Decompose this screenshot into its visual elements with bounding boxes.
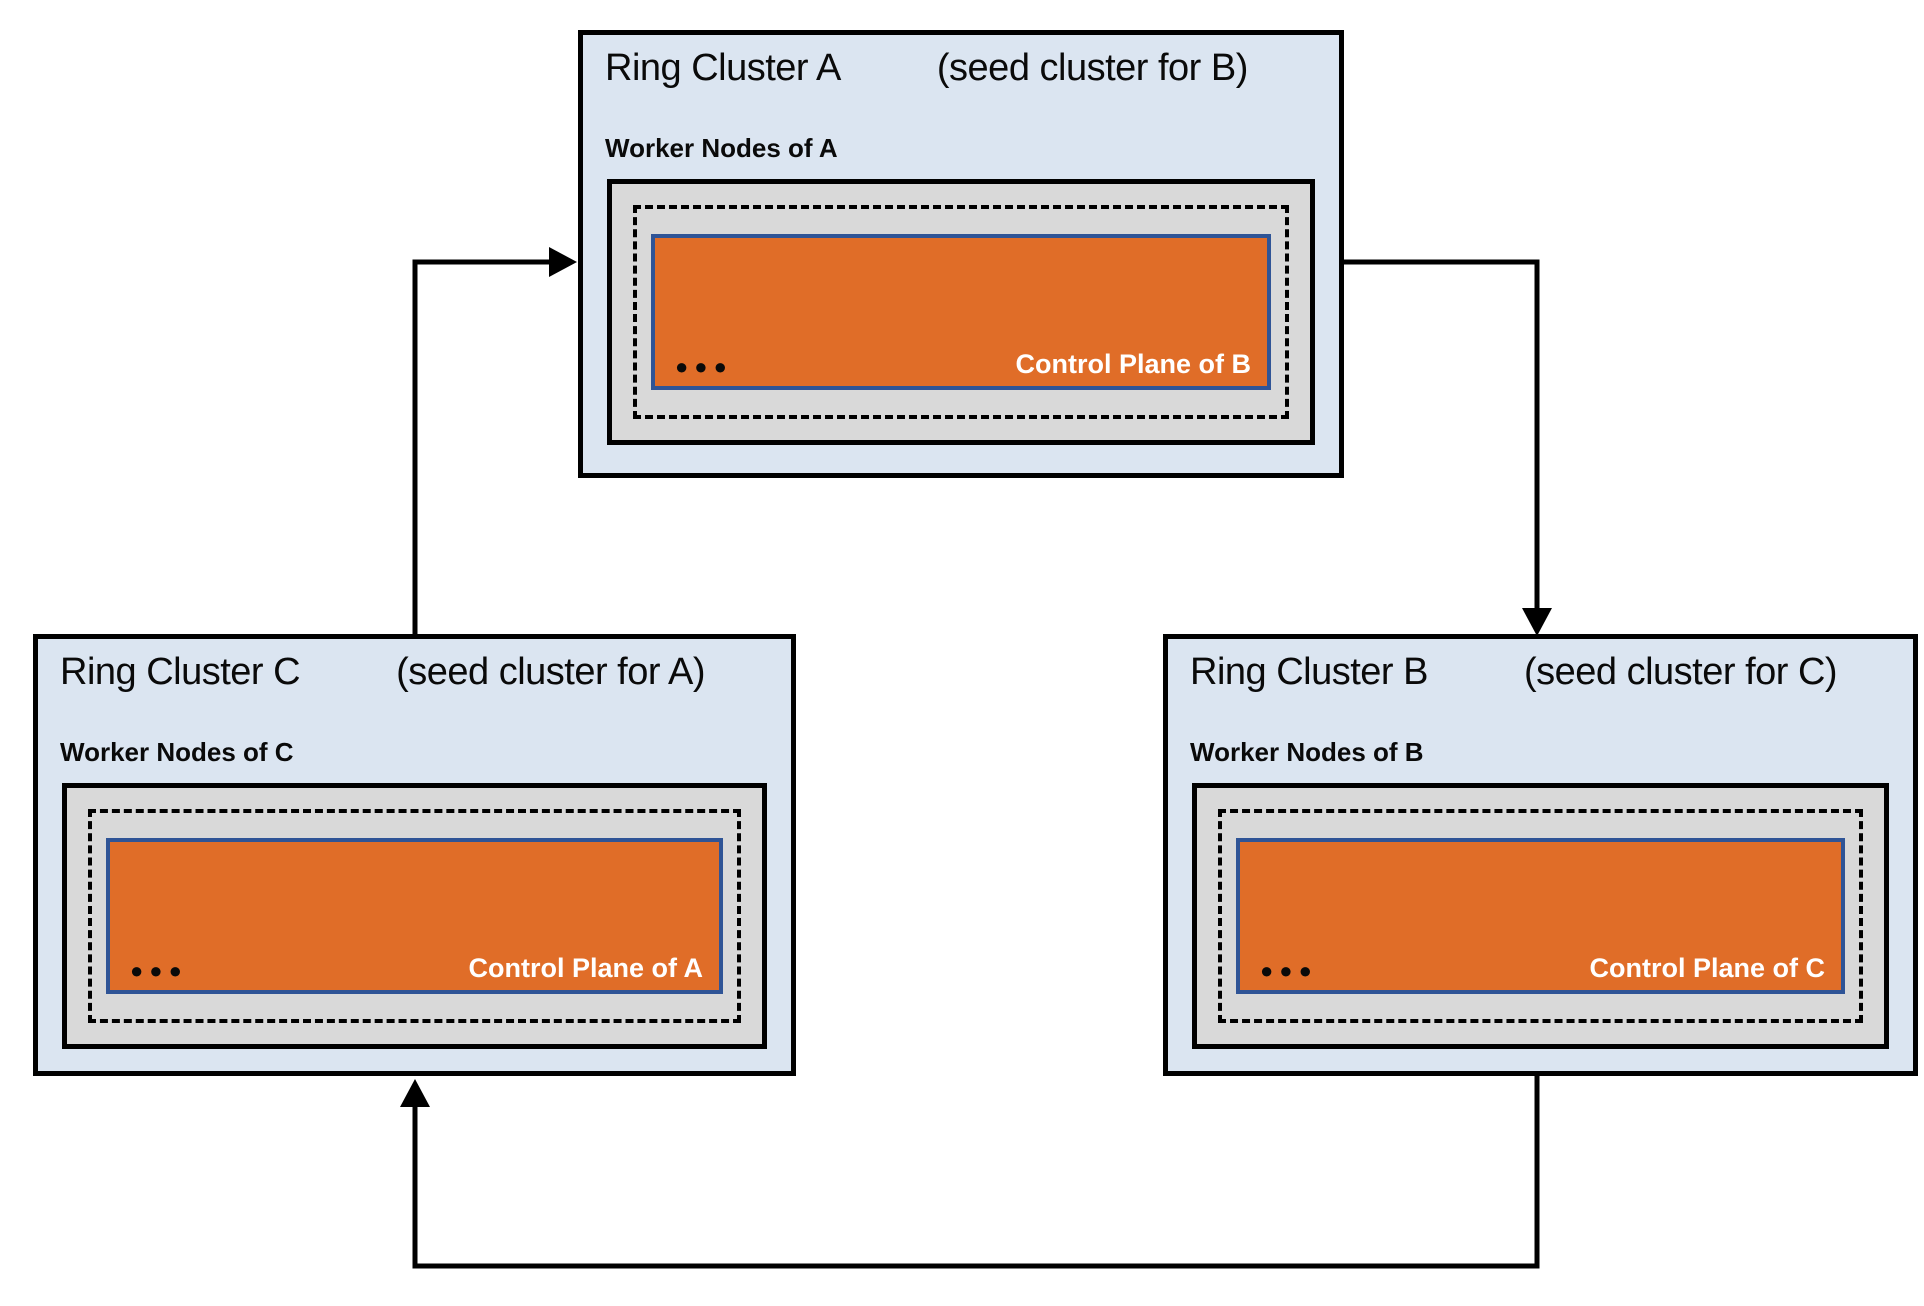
- cluster-a-control-plane-box: ●●● Control Plane of B: [651, 234, 1271, 390]
- ellipsis-icon: ●●●: [130, 957, 188, 983]
- ellipsis-icon: ●●●: [1260, 957, 1318, 983]
- cluster-b-control-plane-box: ●●● Control Plane of C: [1236, 838, 1845, 994]
- cluster-c-worker-box: ●●● Control Plane of A: [62, 783, 767, 1049]
- arrow-b-to-c: [400, 1074, 1540, 1269]
- cluster-a-seed-note: (seed cluster for B): [936, 47, 1249, 89]
- cluster-a-control-plane-row: ●●● Control Plane of B: [675, 351, 1251, 378]
- cluster-a-control-plane-label: Control Plane of B: [1015, 349, 1252, 379]
- cluster-c-control-plane-box: ●●● Control Plane of A: [106, 838, 723, 994]
- cluster-b-control-plane-row: ●●● Control Plane of C: [1260, 955, 1825, 982]
- cluster-b-control-plane-ring: ●●● Control Plane of C: [1218, 809, 1863, 1023]
- cluster-c-control-plane-ring: ●●● Control Plane of A: [88, 809, 741, 1023]
- cluster-a-control-plane-ring: ●●● Control Plane of B: [633, 205, 1289, 419]
- cluster-c-worker-label: Worker Nodes of C: [60, 737, 294, 767]
- cluster-c-control-plane-label: Control Plane of A: [468, 953, 704, 983]
- arrow-c-to-a: [412, 247, 577, 636]
- cluster-c-control-plane-row: ●●● Control Plane of A: [130, 955, 703, 982]
- cluster-c-title-row: Ring Cluster C (seed cluster for A): [60, 651, 777, 694]
- cluster-b-worker-label: Worker Nodes of B: [1190, 737, 1424, 767]
- cluster-a-title-row: Ring Cluster A (seed cluster for B): [605, 47, 1325, 90]
- cluster-b-title: Ring Cluster B: [1190, 651, 1428, 693]
- cluster-b-control-plane-label: Control Plane of C: [1589, 953, 1826, 983]
- cluster-a-worker-box: ●●● Control Plane of B: [607, 179, 1315, 445]
- cluster-a-worker-label: Worker Nodes of A: [605, 133, 838, 163]
- cluster-c-title: Ring Cluster C: [60, 651, 301, 693]
- cluster-b-worker-box: ●●● Control Plane of C: [1192, 783, 1889, 1049]
- cluster-a: Ring Cluster A (seed cluster for B) Work…: [578, 30, 1344, 478]
- cluster-c: Ring Cluster C (seed cluster for A) Work…: [33, 634, 796, 1076]
- cluster-b-seed-note: (seed cluster for C): [1523, 651, 1838, 693]
- cluster-a-title: Ring Cluster A: [605, 47, 841, 89]
- arrow-a-to-b: [1342, 259, 1552, 636]
- ellipsis-icon: ●●●: [675, 353, 733, 379]
- cluster-c-seed-note: (seed cluster for A): [396, 651, 705, 693]
- cluster-b: Ring Cluster B (seed cluster for C) Work…: [1163, 634, 1918, 1076]
- cluster-b-title-row: Ring Cluster B (seed cluster for C): [1190, 651, 1899, 694]
